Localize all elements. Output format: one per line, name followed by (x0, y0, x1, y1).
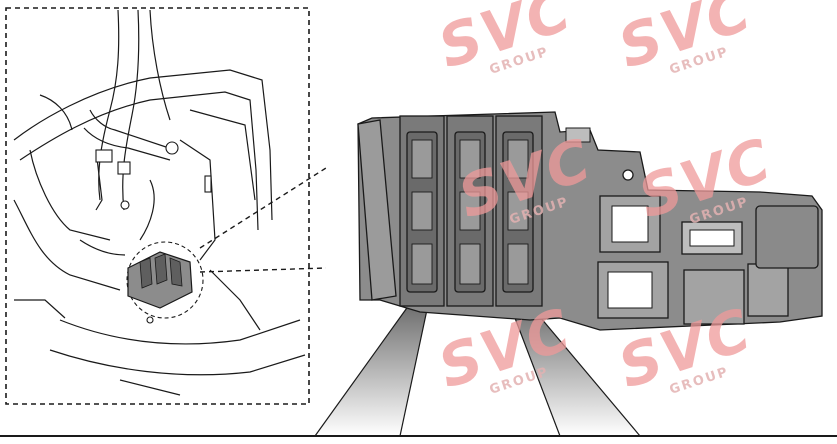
beam-right (510, 305, 640, 436)
leader-line-top (199, 167, 327, 249)
housing-left-wall (357, 119, 397, 301)
leader-line-bottom (199, 267, 327, 273)
inset-dashed-frame (5, 7, 310, 405)
bracket-details (95, 141, 212, 324)
fuse-block-enlarged (357, 111, 823, 331)
vehicle-trunk-illustration (13, 9, 306, 396)
relay-socket-3 (747, 263, 789, 317)
relay-cube (755, 205, 819, 269)
mounting-hole (622, 169, 634, 181)
location-inset (5, 7, 327, 405)
callout-beams (314, 304, 641, 437)
relay-block (683, 269, 745, 325)
beam-left (315, 305, 428, 436)
inset-fuse-box (126, 241, 204, 319)
